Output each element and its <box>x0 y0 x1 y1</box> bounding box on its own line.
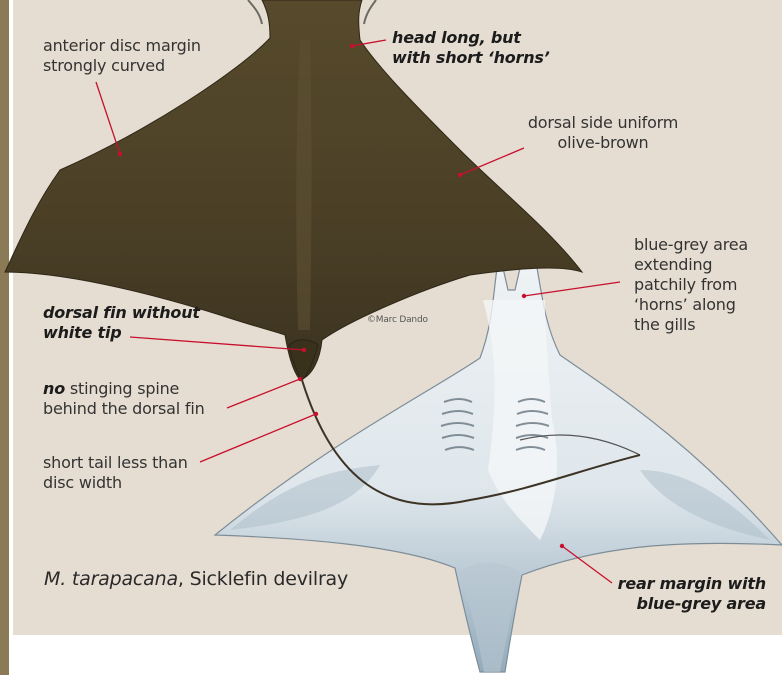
label-line: short tail less than <box>43 453 188 473</box>
label-line: anterior disc margin <box>43 36 201 56</box>
label-line: no stinging spine <box>43 379 205 399</box>
label-line: extending <box>634 255 748 275</box>
label-blue-grey-area: blue-grey area extending patchily from ‘… <box>634 235 748 335</box>
common-name: , Sicklefin devilray <box>178 568 348 590</box>
label-line: the gills <box>634 315 748 335</box>
label-anterior-margin: anterior disc margin strongly curved <box>43 36 201 76</box>
label-line: disc width <box>43 473 188 493</box>
label-tail: short tail less than disc width <box>43 453 188 493</box>
label-stinging-spine: no stinging spine behind the dorsal fin <box>43 379 205 419</box>
label-head: head long, but with short ‘horns’ <box>392 28 550 68</box>
label-line: rear margin with <box>560 574 766 594</box>
label-emphasis: no <box>43 379 65 398</box>
label-line: blue-grey area <box>634 235 748 255</box>
label-line: strongly curved <box>43 56 201 76</box>
label-line: dorsal fin without <box>43 303 200 323</box>
label-dorsal-fin: dorsal fin without white tip <box>43 303 200 343</box>
image-credit: ©Marc Dando <box>367 315 428 325</box>
species-name: M. tarapacana <box>44 568 178 590</box>
label-line: white tip <box>43 323 200 343</box>
label-line: olive-brown <box>508 133 698 153</box>
species-caption: M. tarapacana, Sicklefin devilray <box>44 568 348 590</box>
label-line: head long, but <box>392 28 550 48</box>
label-line: dorsal side uniform <box>508 113 698 133</box>
label-rear-margin: rear margin with blue-grey area <box>560 574 766 614</box>
label-line: ‘horns’ along <box>634 295 748 315</box>
label-line: behind the dorsal fin <box>43 399 205 419</box>
label-dorsal-colour: dorsal side uniform olive-brown <box>508 113 698 153</box>
label-line: blue-grey area <box>560 594 766 614</box>
label-text: stinging spine <box>65 379 179 398</box>
label-line: with short ‘horns’ <box>392 48 550 68</box>
label-line: patchily from <box>634 275 748 295</box>
